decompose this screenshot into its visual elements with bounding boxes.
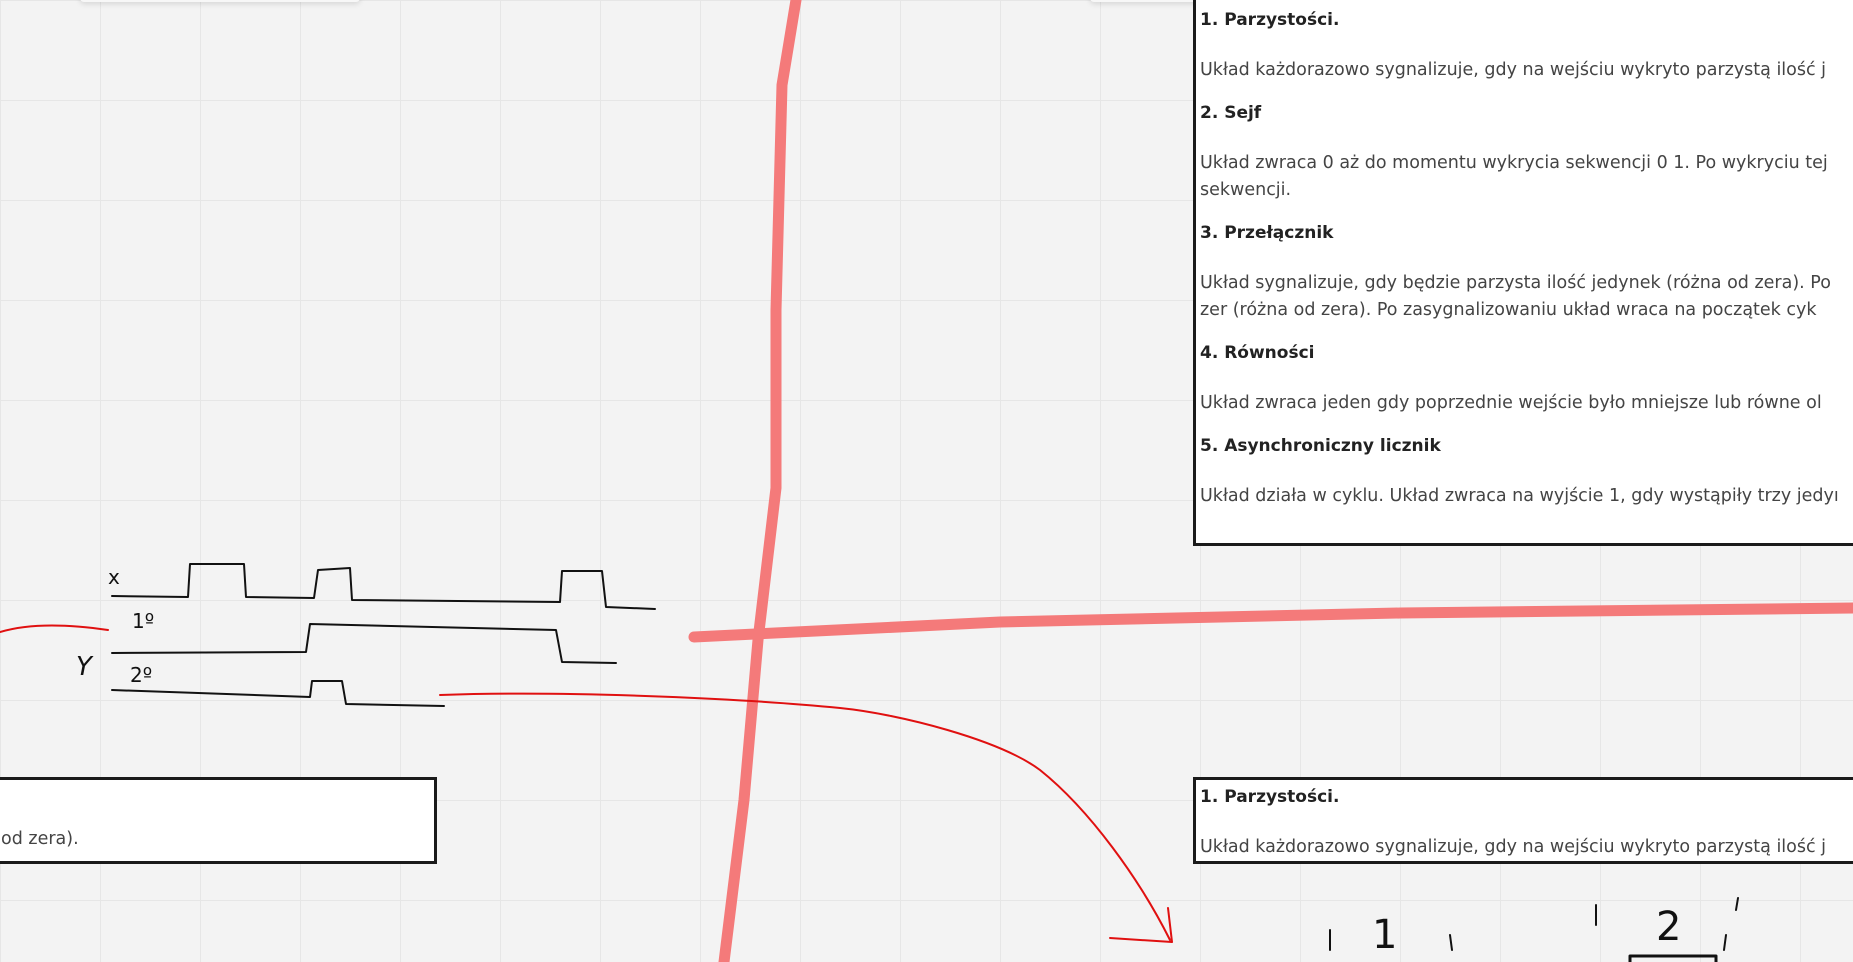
- waveform-y1[interactable]: [111, 623, 617, 664]
- section-text: Układ działa w cyklu. Układ zwraca na wy…: [1200, 486, 1839, 506]
- toolbar-shadow-left: [80, 0, 360, 2]
- arrow-head[interactable]: [1109, 907, 1173, 943]
- marker-horizontal-line[interactable]: [688, 602, 1853, 643]
- section-heading: 2. Sejf: [1200, 103, 1262, 123]
- text-card-tasks[interactable]: 1. Parzystości. Układ każdorazowo sygnal…: [1193, 0, 1853, 546]
- section-heading: 1. Parzystości.: [1200, 10, 1340, 30]
- thin-red-stroke-left[interactable]: [0, 624, 109, 633]
- waveform-x[interactable]: [111, 563, 656, 610]
- section-text: Układ zwraca jeden gdy poprzednie wejści…: [1200, 393, 1822, 413]
- mark-one: 1: [1372, 912, 1397, 958]
- section-text: Układ każdorazowo sygnalizuje, gdy na we…: [1200, 837, 1827, 857]
- sketch-ticks: [1329, 897, 1739, 951]
- section-heading: 5. Asynchroniczny licznik: [1200, 436, 1441, 456]
- label-x: x: [108, 565, 120, 589]
- text-card-parity[interactable]: 1. Parzystości. Układ każdorazowo sygnal…: [1193, 777, 1853, 864]
- section-heading: 4. Równości: [1200, 343, 1315, 363]
- section-text: od zera).: [1, 829, 79, 849]
- label-one: 1º: [132, 609, 154, 633]
- section-text: Układ zwraca 0 aż do momentu wykrycia se…: [1200, 150, 1853, 204]
- label-two: 2º: [130, 663, 152, 687]
- section-text: Układ każdorazowo sygnalizuje, gdy na we…: [1200, 60, 1827, 80]
- section-text-line: Układ zwraca 0 aż do momentu wykrycia se…: [1200, 153, 1828, 173]
- label-y: Y: [76, 652, 94, 682]
- section-text: Układ sygnalizuje, gdy będzie parzysta i…: [1200, 270, 1853, 324]
- section-heading: 3. Przełącznik: [1200, 223, 1334, 243]
- waveform-2[interactable]: [111, 680, 445, 707]
- section-heading: 1. Parzystości.: [1200, 787, 1340, 807]
- partial-box: [1628, 954, 1718, 962]
- section-text-line: zer (różna od zera). Po zasygnalizowaniu…: [1200, 300, 1817, 320]
- section-text-line: sekwencji.: [1200, 180, 1292, 200]
- marker-vertical-line[interactable]: [718, 0, 802, 962]
- arrow-curve[interactable]: [439, 692, 1171, 941]
- mark-two: 2: [1656, 904, 1681, 950]
- text-card-left[interactable]: od zera).: [0, 777, 437, 864]
- section-text-line: Układ sygnalizuje, gdy będzie parzysta i…: [1200, 273, 1831, 293]
